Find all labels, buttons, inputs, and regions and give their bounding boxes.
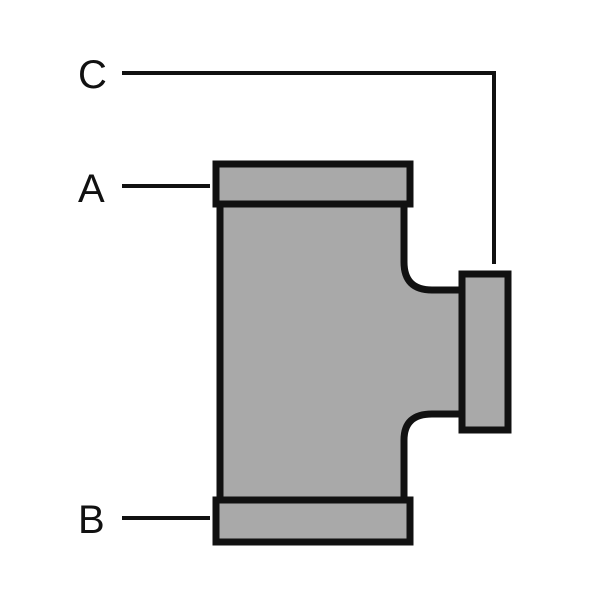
bottom-collar	[212, 496, 414, 546]
label-c: C	[78, 53, 107, 97]
top-collar	[212, 160, 414, 208]
side-collar	[458, 270, 512, 434]
label-b: B	[78, 498, 105, 542]
tee-body	[216, 200, 468, 504]
leader-line-c	[122, 71, 496, 264]
label-a: A	[78, 167, 105, 211]
